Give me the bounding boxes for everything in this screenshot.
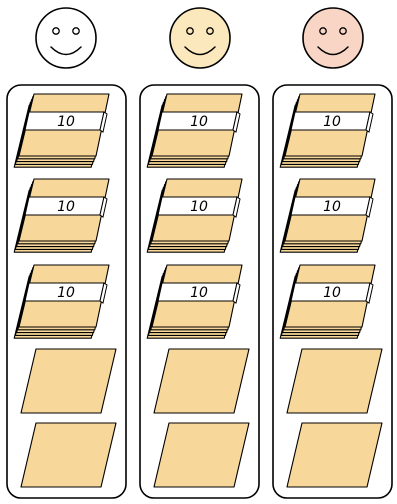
bundle-label: 10 xyxy=(190,199,208,215)
paper-band: 10 xyxy=(25,197,107,217)
column-panel-3: 10 10 10 xyxy=(273,85,392,498)
paper-band: 10 xyxy=(25,283,107,303)
bundle-label: 10 xyxy=(190,285,208,301)
paper-band: 10 xyxy=(291,112,373,132)
paper-band: 10 xyxy=(158,112,240,132)
face-yellow-icon xyxy=(170,8,230,68)
bundle-label: 10 xyxy=(190,114,208,130)
single-sheet xyxy=(21,423,116,487)
single-sheet xyxy=(21,349,116,413)
bundle-of-ten: 10 xyxy=(147,179,242,252)
face-white-icon xyxy=(36,8,96,68)
paper-band: 10 xyxy=(291,197,373,217)
paper-band: 10 xyxy=(291,283,373,303)
bundle-of-ten: 10 xyxy=(147,94,242,167)
bundle-of-ten: 10 xyxy=(280,265,375,338)
single-sheet xyxy=(287,349,382,413)
paper-band: 10 xyxy=(158,197,240,217)
bundle-of-ten: 10 xyxy=(14,94,109,167)
single-sheet xyxy=(154,423,249,487)
face-pink-icon xyxy=(303,8,363,68)
bundle-of-ten: 10 xyxy=(280,94,375,167)
bundle-of-ten: 10 xyxy=(280,179,375,252)
bundle-of-ten: 10 xyxy=(14,179,109,252)
bundle-label: 10 xyxy=(57,114,75,130)
paper-band: 10 xyxy=(158,283,240,303)
bundle-label: 10 xyxy=(323,199,341,215)
bundle-label: 10 xyxy=(323,114,341,130)
single-sheet xyxy=(287,423,382,487)
single-sheet xyxy=(154,349,249,413)
column-panel-1: 10 10 10 xyxy=(7,85,126,498)
bundle-of-ten: 10 xyxy=(147,265,242,338)
paper-band: 10 xyxy=(25,112,107,132)
bundle-label: 10 xyxy=(57,199,75,215)
bundle-of-ten: 10 xyxy=(14,265,109,338)
bundle-label: 10 xyxy=(323,285,341,301)
column-panel-2: 10 10 10 xyxy=(140,85,259,498)
bundle-label: 10 xyxy=(57,285,75,301)
